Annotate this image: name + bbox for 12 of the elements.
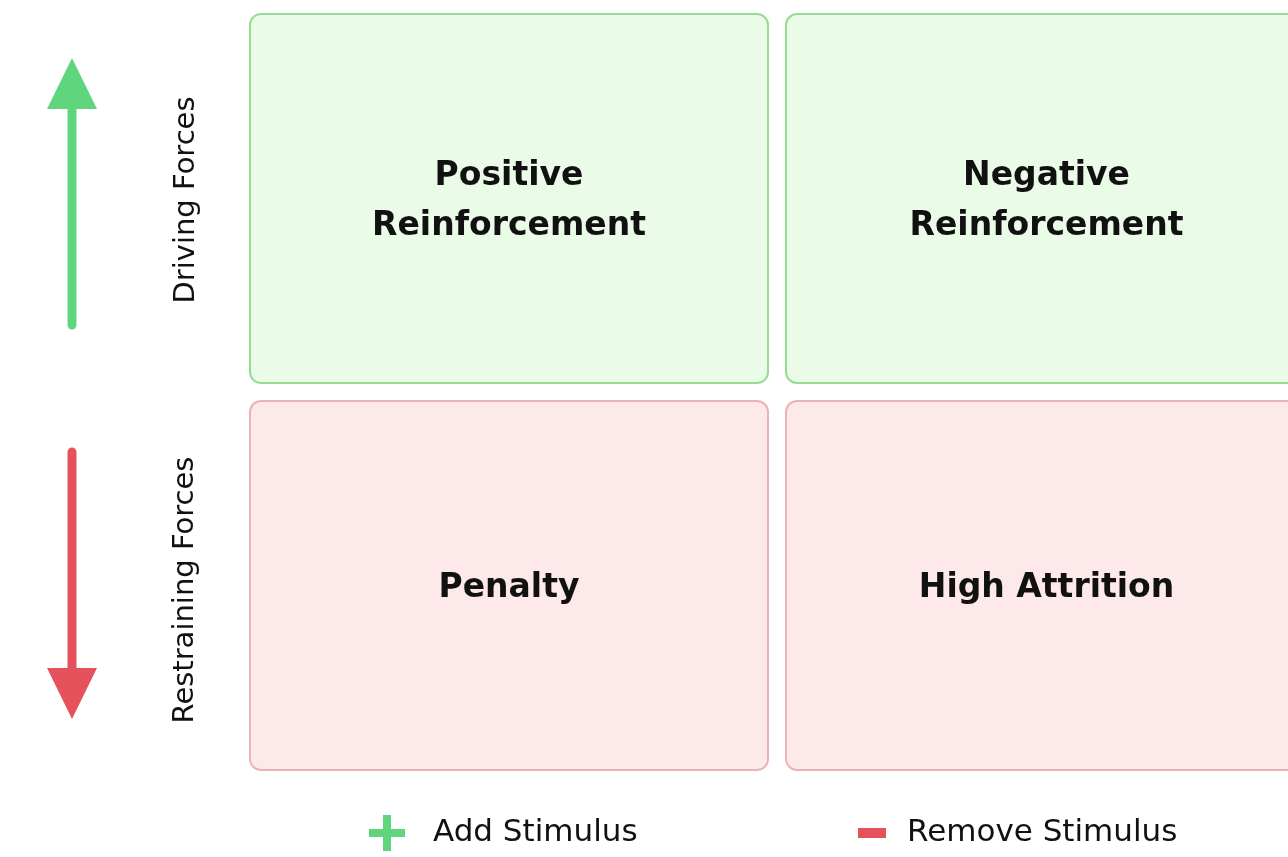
axis-label: Driving Forces	[166, 96, 201, 304]
quadrant-box	[785, 13, 1288, 384]
quadrant-title: Negative Reinforcement	[908, 152, 1185, 245]
quadrant-box	[785, 400, 1288, 771]
column-label: Add Stimulus	[433, 812, 638, 848]
quadrant-box	[249, 13, 769, 384]
quadrant-title: High Attrition	[918, 564, 1175, 607]
quadrant-title: Positive Reinforcement	[371, 152, 647, 245]
quadrant-box	[249, 400, 769, 771]
column-label: Remove Stimulus	[907, 812, 1178, 848]
axis-label: Restraining Forces	[165, 456, 200, 724]
quadrant-title: Penalty	[438, 564, 580, 607]
